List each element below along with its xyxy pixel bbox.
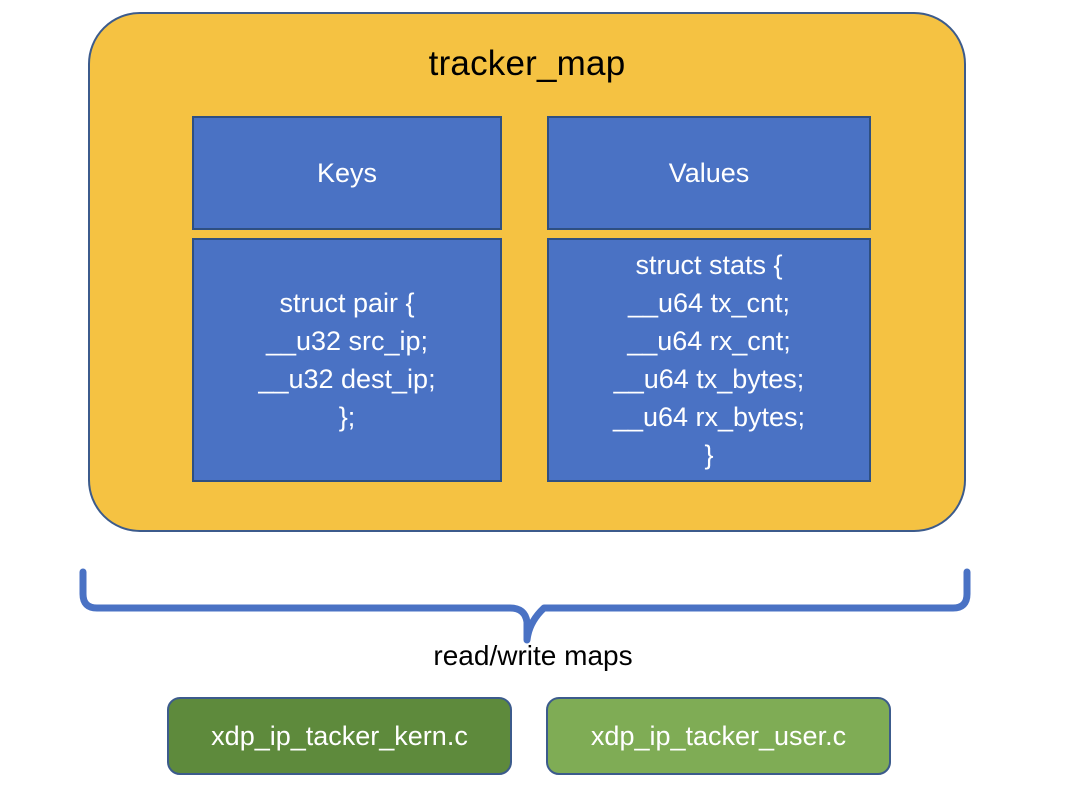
values-body-line: __u64 rx_bytes;: [612, 402, 806, 432]
values-body-line: __u64 tx_cnt;: [627, 288, 791, 318]
keys-body-line: };: [338, 402, 356, 432]
values-body-line: __u64 tx_bytes;: [613, 364, 805, 394]
tracker-map-container: tracker_map Keys struct pair { __u32 src…: [88, 12, 966, 532]
values-body-line: struct stats {: [635, 250, 783, 280]
keys-header-box: Keys: [192, 116, 502, 230]
values-body-box: struct stats { __u64 tx_cnt; __u64 rx_cn…: [547, 238, 871, 482]
keys-body-line: struct pair {: [279, 288, 415, 318]
curly-brace-connector: [70, 560, 980, 650]
program-box-user[interactable]: xdp_ip_tacker_user.c: [546, 697, 891, 775]
values-body-line: __u64 rx_cnt;: [627, 326, 791, 356]
program-box-kern[interactable]: xdp_ip_tacker_kern.c: [167, 697, 512, 775]
map-title: tracker_map: [428, 44, 626, 83]
keys-body-line: __u32 dest_ip;: [258, 364, 436, 394]
keys-body-line: __u32 src_ip;: [265, 326, 429, 356]
values-header-box: Values: [547, 116, 871, 230]
brace-label: read/write maps: [433, 640, 633, 671]
keys-header-label: Keys: [316, 157, 378, 188]
values-column: Values struct stats { __u64 tx_cnt; __u6…: [547, 116, 871, 482]
keys-body-box: struct pair { __u32 src_ip; __u32 dest_i…: [192, 238, 502, 482]
program-user-label: xdp_ip_tacker_user.c: [590, 720, 847, 751]
values-body-line: }: [704, 440, 714, 470]
keys-column: Keys struct pair { __u32 src_ip; __u32 d…: [192, 116, 502, 482]
program-kern-label: xdp_ip_tacker_kern.c: [211, 720, 468, 751]
curly-brace-icon: [79, 568, 971, 644]
values-header-label: Values: [668, 157, 750, 188]
